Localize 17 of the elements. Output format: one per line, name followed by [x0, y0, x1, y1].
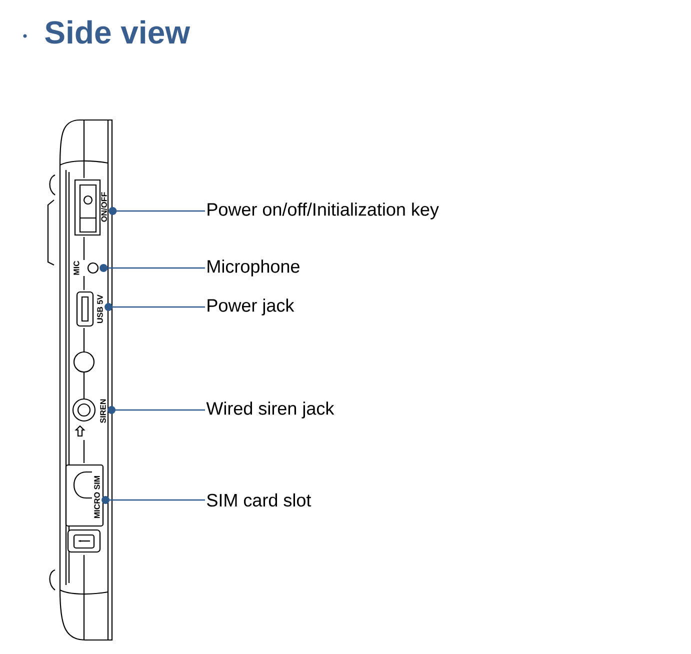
port-label: ON/OFF [100, 191, 108, 223]
leader-line [108, 406, 205, 414]
callout-text: SIM card slot [207, 493, 312, 507]
callout-text: Power jack [208, 298, 294, 316]
callout-text: Wired siren jack [206, 402, 334, 418]
port-label: MIC [74, 260, 80, 276]
leader-line [104, 303, 205, 311]
microphone-hole [87, 262, 99, 274]
title: Side view [45, 20, 190, 44]
port-label: USB 5V [96, 294, 104, 324]
leader-line [102, 496, 205, 504]
leader-line [100, 264, 205, 272]
leader-line [108, 207, 205, 215]
callout-text: Microphone [208, 260, 300, 276]
port-label: MICRO SIM [94, 474, 100, 520]
port-label: SIREN [100, 398, 106, 424]
callout-text: Power on/off/Initialization key [208, 202, 439, 220]
